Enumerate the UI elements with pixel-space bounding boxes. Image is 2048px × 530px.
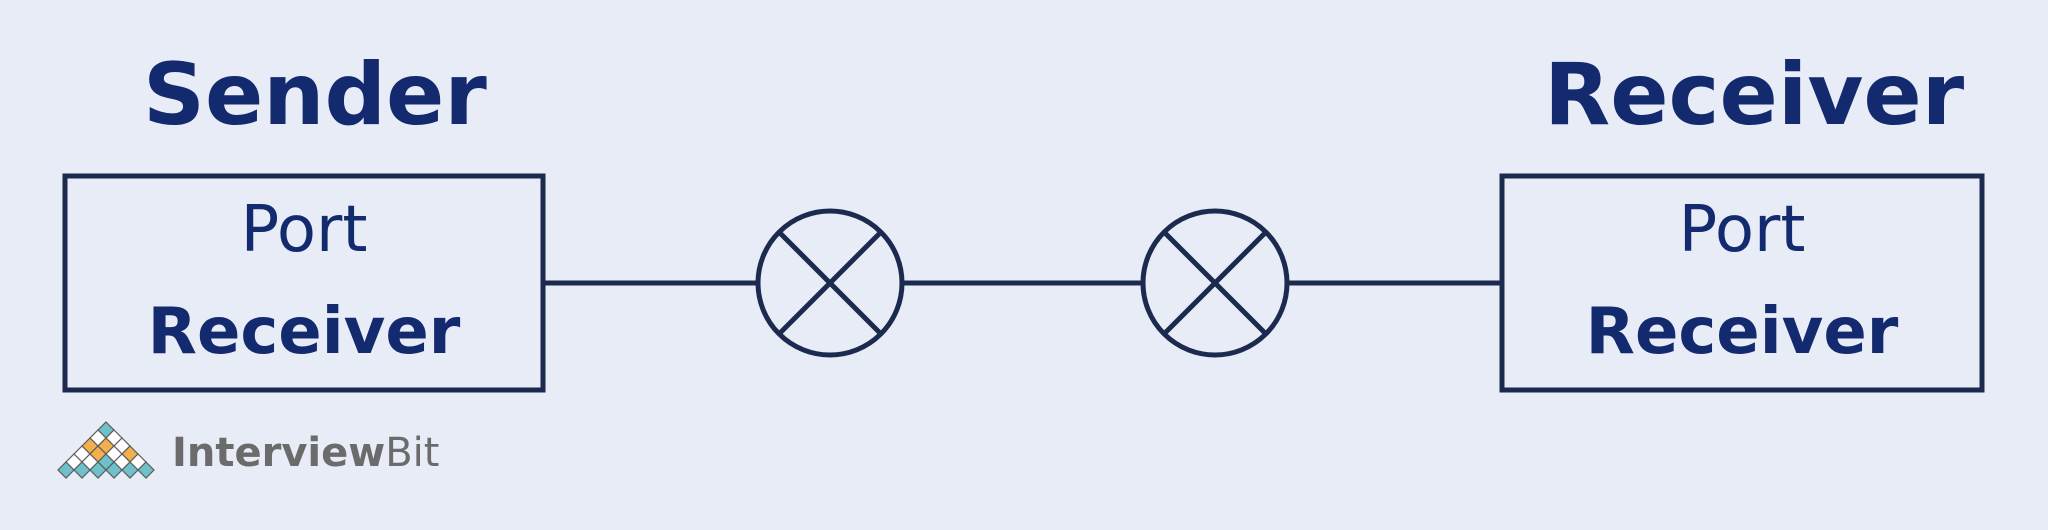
receiver-heading: Receiver bbox=[1544, 45, 1965, 145]
interviewbit-logo-icon bbox=[57, 421, 155, 479]
sender-heading: Sender bbox=[143, 45, 487, 145]
interviewbit-wordmark: InterviewBit bbox=[172, 433, 439, 473]
receiver-port-label: Port bbox=[1678, 193, 1806, 267]
crossed-circle-node-1 bbox=[755, 208, 905, 358]
receiver-receiver-label: Receiver bbox=[1585, 295, 1899, 369]
interviewbit-logo: InterviewBit bbox=[52, 418, 439, 488]
crossed-circle-node-2 bbox=[1140, 208, 1290, 358]
logo-brand-bold: Interview bbox=[172, 430, 386, 476]
sender-receiver-label: Receiver bbox=[147, 295, 461, 369]
logo-brand-light: Bit bbox=[385, 430, 440, 476]
sender-port-label: Port bbox=[240, 193, 368, 267]
